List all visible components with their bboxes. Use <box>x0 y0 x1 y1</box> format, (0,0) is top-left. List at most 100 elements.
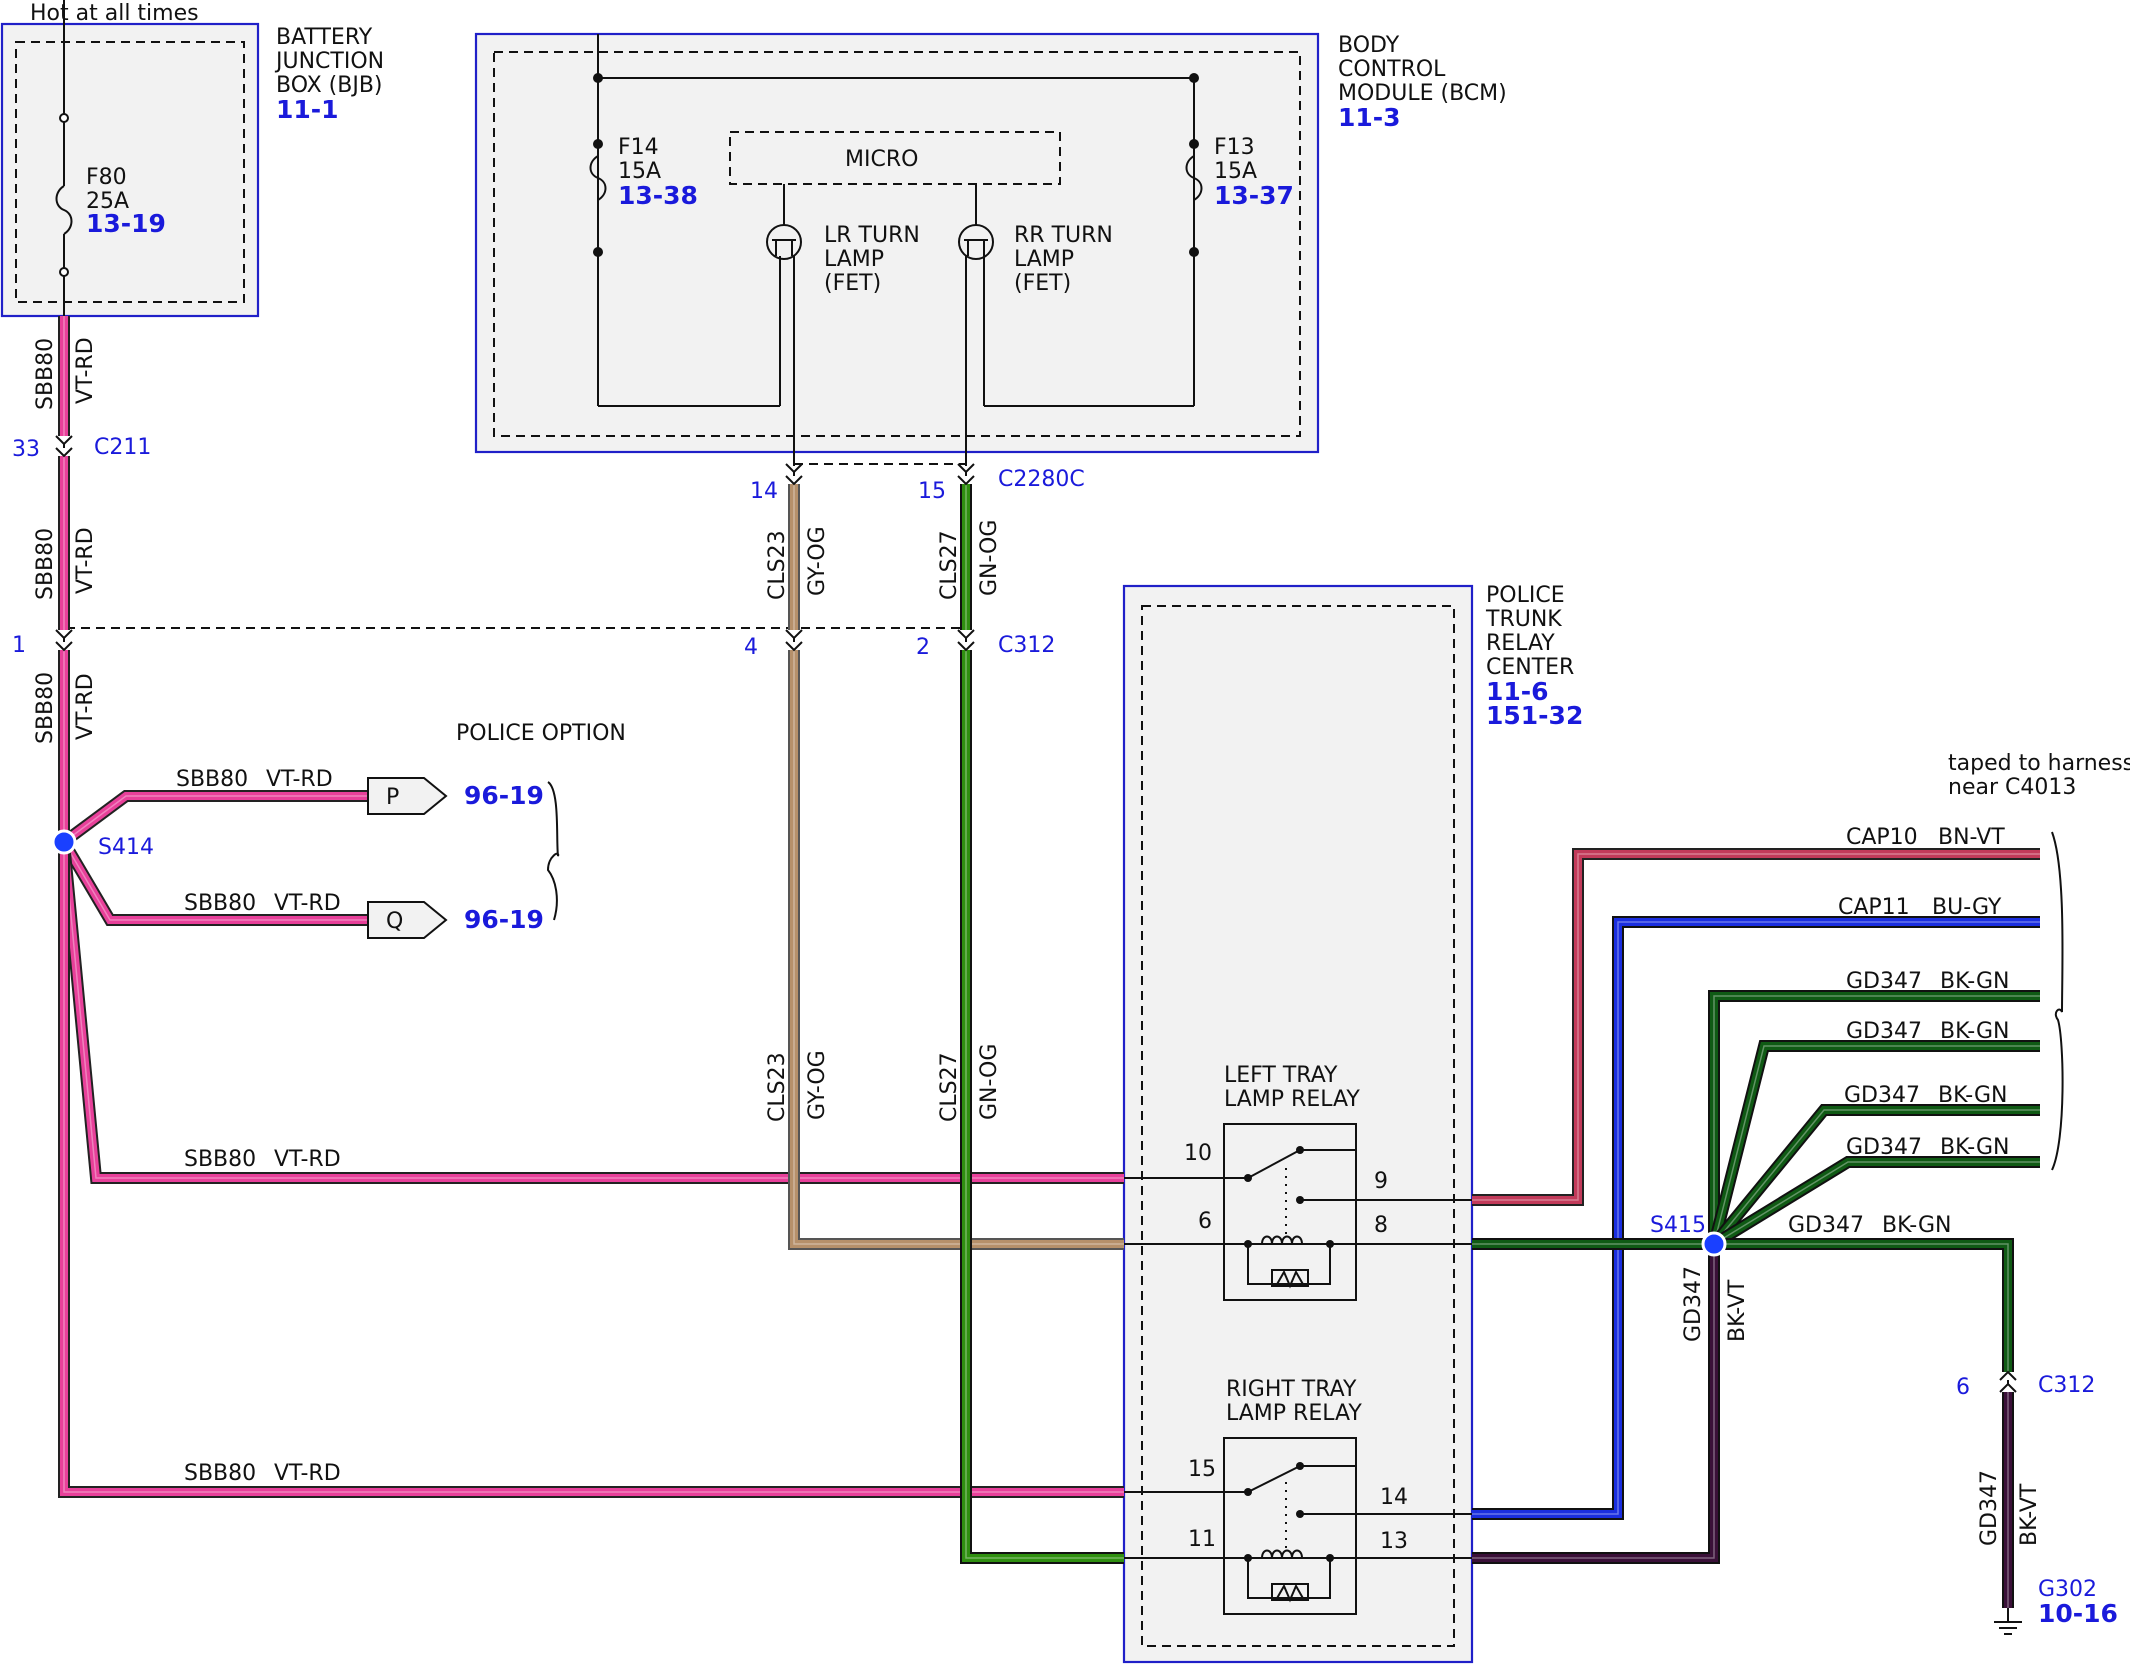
s415-label: S415 <box>1650 1213 1706 1238</box>
svg-text:VT-RD: VT-RD <box>274 1147 341 1172</box>
left-relay-pin-10: 10 <box>1184 1141 1212 1166</box>
svg-text:BK-GN: BK-GN <box>1940 1135 2009 1160</box>
option-p-ref-link[interactable]: 96-19 <box>464 781 544 810</box>
gd347-to-c312-wire <box>1714 1238 2014 1372</box>
bjb-ref-link[interactable]: 11-1 <box>276 95 339 124</box>
gd347-branch-2-wire <box>1708 1040 2040 1246</box>
option-p-label: P <box>386 785 399 810</box>
gd347-branch-4-wire <box>1710 1156 2040 1250</box>
option-p-tag[interactable] <box>367 777 448 815</box>
f80-ref-link[interactable]: 13-19 <box>86 209 166 238</box>
svg-text:CLS23: CLS23 <box>765 1052 790 1122</box>
police-option-brace <box>546 781 560 921</box>
c2280c-pin-14: 14 <box>750 479 778 504</box>
f13-ref-link[interactable]: 13-37 <box>1214 181 1294 210</box>
svg-text:BK-GN: BK-GN <box>1940 1019 2009 1044</box>
gd347-branch-1-wire <box>1708 990 2040 1244</box>
rr-turn-line3: (FET) <box>1014 271 1071 296</box>
svg-text:SBB80: SBB80 <box>33 528 58 600</box>
svg-text:BK-GN: BK-GN <box>1940 969 2009 994</box>
right-relay-title-2: LAMP RELAY <box>1226 1401 1362 1426</box>
s414-to-option-p-wire <box>60 790 368 847</box>
f14-ref-link[interactable]: 13-38 <box>618 181 698 210</box>
taped-harness-brace <box>2051 831 2064 1171</box>
taped-note-line1: taped to harness <box>1948 751 2130 776</box>
right-relay-pin-15: 15 <box>1188 1457 1216 1482</box>
svg-text:SBB80: SBB80 <box>176 767 248 792</box>
cls23-lower-label: CLS23 GY-OG <box>765 1050 830 1122</box>
svg-text:VT-RD: VT-RD <box>73 527 98 594</box>
ground-icon <box>1994 1608 2022 1635</box>
police-option-title: POLICE OPTION <box>456 721 626 746</box>
bjb-name-line1: BATTERY <box>276 25 373 50</box>
left-relay-title-1: LEFT TRAY <box>1224 1063 1338 1088</box>
svg-text:CAP11: CAP11 <box>1838 895 1910 920</box>
c312-pin-1: 1 <box>12 633 26 658</box>
hot-at-all-times-label: Hot at all times <box>30 1 199 26</box>
right-tray-lamp-relay <box>1124 1437 1472 1615</box>
c2280c-pin15-icon <box>957 463 975 485</box>
cap10-wire <box>1472 848 2040 1206</box>
lr-turn-line1: LR TURN <box>824 223 920 248</box>
svg-text:VT-RD: VT-RD <box>274 1461 341 1486</box>
left-relay-pin-8: 8 <box>1374 1213 1388 1238</box>
svg-text:GD347: GD347 <box>1844 1083 1920 1108</box>
ptrc-ref-link-2[interactable]: 151-32 <box>1486 701 1583 730</box>
s415-splice-icon <box>1701 1231 1727 1257</box>
cls27-lower-wire <box>960 650 1124 1564</box>
svg-text:BK-VT: BK-VT <box>2017 1483 2042 1546</box>
right-relay-pin-14: 14 <box>1380 1485 1408 1510</box>
sbb80-bjb-vertical-label: SBB80 VT-RD <box>33 337 98 410</box>
svg-text:BN-VT: BN-VT <box>1938 825 2005 850</box>
gd347-bk-vt-s415-label: GD347 BK-VT <box>1681 1266 1750 1342</box>
c211-connector-icon <box>55 435 73 457</box>
svg-text:VT-RD: VT-RD <box>73 673 98 740</box>
svg-text:GD347: GD347 <box>1846 1135 1922 1160</box>
s414-to-left-relay-wire <box>58 841 1124 1184</box>
bcm-ref-link[interactable]: 11-3 <box>1338 103 1401 132</box>
c211-pin: 33 <box>12 437 40 462</box>
cap11-label: CAP11 BU-GY <box>1838 895 2002 920</box>
svg-text:CLS27: CLS27 <box>937 530 962 600</box>
left-relay-pin-6: 6 <box>1198 1209 1212 1234</box>
option-q-ref-link[interactable]: 96-19 <box>464 905 544 934</box>
option-q-label: Q <box>386 909 403 934</box>
cls27-lower-label: CLS27 GN-OG <box>937 1044 1002 1122</box>
svg-text:GD347: GD347 <box>1977 1470 2002 1546</box>
sbb80-lower-vertical-label: SBB80 VT-RD <box>33 672 98 744</box>
right-relay-title-1: RIGHT TRAY <box>1226 1377 1357 1402</box>
body-control-module <box>474 32 1320 454</box>
svg-text:CAP10: CAP10 <box>1846 825 1918 850</box>
svg-text:SBB80: SBB80 <box>33 672 58 744</box>
svg-text:SBB80: SBB80 <box>184 891 256 916</box>
ptrc-ref-link-1[interactable]: 11-6 <box>1486 677 1549 706</box>
c312-pin4-icon <box>785 629 803 651</box>
bcm-name-line3: MODULE (BCM) <box>1338 81 1507 106</box>
svg-text:SBB80: SBB80 <box>33 338 58 410</box>
gd347-bk-vt-relay13-wire <box>1472 1244 1720 1564</box>
cls27-upper-label: CLS27 GN-OG <box>937 520 1002 600</box>
taped-note-line2: near C4013 <box>1948 775 2076 800</box>
svg-text:VT-RD: VT-RD <box>73 337 98 404</box>
c312-ground-pin: 6 <box>1956 1375 1970 1400</box>
g302-ref-link[interactable]: 10-16 <box>2038 1599 2118 1628</box>
right-relay-pin-11: 11 <box>1188 1527 1216 1552</box>
ptrc-name-line2: TRUNK <box>1485 607 1562 632</box>
c312-pin1-icon <box>55 629 73 651</box>
lr-turn-fet-icon <box>766 224 802 466</box>
cap10-label: CAP10 BN-VT <box>1846 825 2005 850</box>
gd347-branch-3-wire <box>1709 1104 2040 1248</box>
f80-rating: 25A <box>86 189 129 214</box>
svg-text:CLS27: CLS27 <box>937 1052 962 1122</box>
sbb80-mid-vertical-label: SBB80 VT-RD <box>33 527 98 600</box>
option-q-tag[interactable] <box>367 901 448 939</box>
c2280c-pin-15: 15 <box>918 479 946 504</box>
svg-text:BU-GY: BU-GY <box>1932 895 2002 920</box>
